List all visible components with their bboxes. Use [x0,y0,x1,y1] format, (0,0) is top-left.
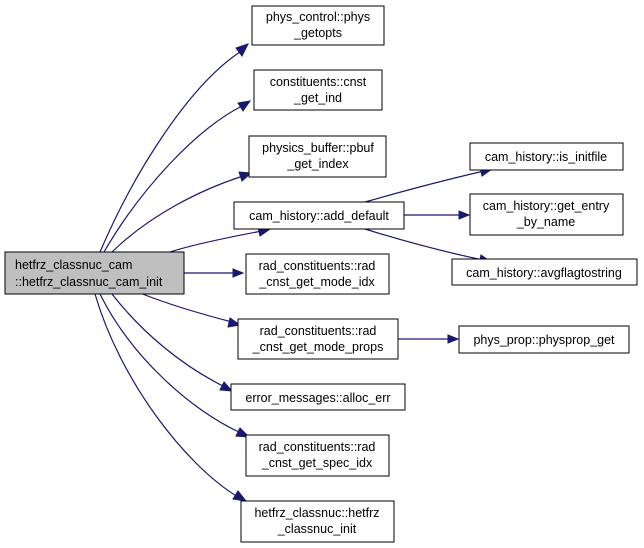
edge-mode-props-to-physprop-get [398,334,460,344]
node-cam-history-is-initfile[interactable]: cam_history::is_initfile [469,142,624,171]
node-hetfrz-classnuc-init[interactable]: hetfrz_classnuc::hetfrz _classnuc_init [240,500,395,543]
node-label-line2: _cnst_get_mode_idx [258,275,375,289]
node-label-line2: _get_ind [293,91,342,105]
node-physics-buffer-pbuf-get-index[interactable]: physics_buffer::pbuf _get_index [248,135,387,178]
edge-root-to-constituents [103,100,252,253]
node-label-line2: ::hetfrz_classnuc_cam_init [15,275,163,289]
node-label-line1: cam_history::get_entry [483,199,610,213]
node-label-line1: hetfrz_classnuc_cam [15,258,132,272]
node-rad-cnst-get-mode-props[interactable]: rad_constituents::rad _cnst_get_mode_pro… [237,318,399,360]
node-label-line2: _cnst_get_mode_props [252,340,384,354]
node-cam-history-add-default[interactable]: cam_history::add_default [233,201,405,230]
edge-root-to-alloc-err [111,293,234,392]
node-label-line1: physics_buffer::pbuf [262,141,374,155]
edge-root-to-phys-control [99,43,249,253]
node-cam-history-get-entry-by-name[interactable]: cam_history::get_entry _by_name [469,193,624,236]
node-constituents-cnst-get-ind[interactable]: constituents::cnst _get_ind [253,69,383,111]
node-phys-prop-physprop-get[interactable]: phys_prop::physprop_get [458,325,630,354]
node-rad-cnst-get-spec-idx[interactable]: rad_constituents::rad _cnst_get_spec_idx [245,434,390,477]
node-label-line1: phys_control::phys [266,10,370,24]
node-label-line1: cam_history::avgflagtostring [466,266,622,280]
node-cam-history-avgflagtostring[interactable]: cam_history::avgflagtostring [451,258,638,286]
node-label-line1: rad_constituents::rad [259,259,376,273]
node-label-line2: _cnst_get_spec_idx [261,456,373,470]
node-hetfrz-classnuc-cam-init[interactable]: hetfrz_classnuc_cam ::hetfrz_classnuc_ca… [4,251,185,295]
edge-root-to-mode-idx [184,268,245,278]
edge-root-to-spec-idx [99,293,251,438]
node-label-line1: constituents::cnst [270,75,367,89]
node-label-line2: _get_index [286,157,349,171]
node-label-line1: cam_history::is_initfile [485,150,607,164]
edge-root-to-mode-props [139,292,242,328]
edge-root-to-add-default [169,226,272,253]
node-label-line1: rad_constituents::rad [259,440,376,454]
node-label-line1: phys_prop::physprop_get [473,333,615,347]
node-error-messages-alloc-err[interactable]: error_messages::alloc_err [230,383,406,411]
node-label-line1: rad_constituents::rad [260,324,377,338]
node-label-line1: cam_history::add_default [249,209,389,223]
node-label-line2: _getopts [293,26,342,40]
edge-add-default-to-get-entry [404,210,471,220]
node-label-line2: _classnuc_init [277,522,357,536]
node-rad-cnst-get-mode-idx[interactable]: rad_constituents::rad _cnst_get_mode_idx [245,253,390,295]
node-label-line2: _by_name [516,215,575,229]
edge-root-to-classnuc-init [94,293,248,502]
node-label-line1: error_messages::alloc_err [245,391,390,405]
edge-root-to-physics-buffer [111,171,253,253]
node-label-line1: hetfrz_classnuc::hetfrz [254,506,379,520]
node-phys-control-getopts[interactable]: phys_control::phys _getopts [251,5,385,46]
